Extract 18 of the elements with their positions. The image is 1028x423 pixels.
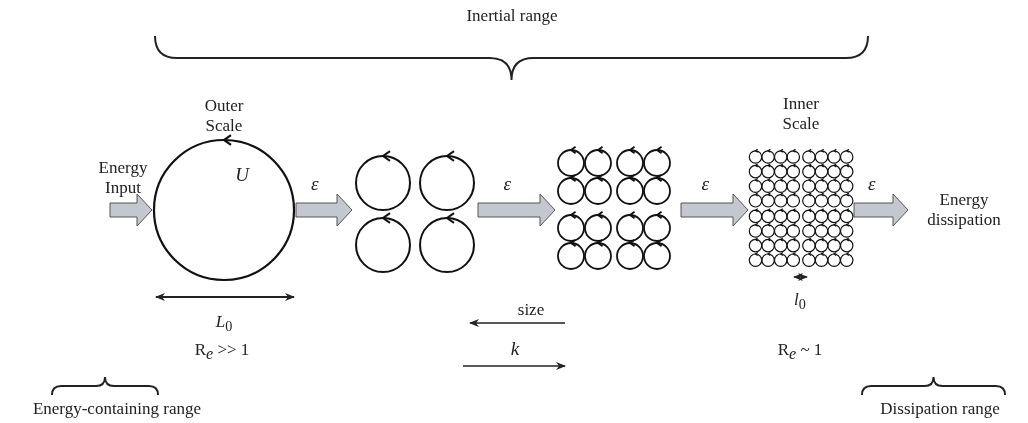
range-label: Energy-containing range <box>32 399 202 419</box>
scale-heading: Outer Scale <box>203 96 245 136</box>
node-text: Energy Input <box>97 158 149 198</box>
node-text: Energy dissipation <box>926 190 1002 230</box>
block-arrow <box>680 193 749 227</box>
range-label: Inertial range <box>466 6 558 26</box>
axis-label: size <box>517 300 545 320</box>
eddy-group-drawing <box>352 150 478 276</box>
block-arrow <box>477 193 556 227</box>
length-label: L$_{0}$ <box>215 312 233 336</box>
length-label: l$_{0}$ <box>794 290 806 314</box>
axis-label: k <box>510 338 520 360</box>
block-arrow <box>853 193 909 227</box>
scale-heading: Inner Scale <box>781 94 821 134</box>
range-label: Dissipation range <box>880 399 1000 419</box>
velocity-label: U <box>234 164 251 186</box>
block-arrow <box>295 193 353 227</box>
block-arrow <box>109 193 153 227</box>
